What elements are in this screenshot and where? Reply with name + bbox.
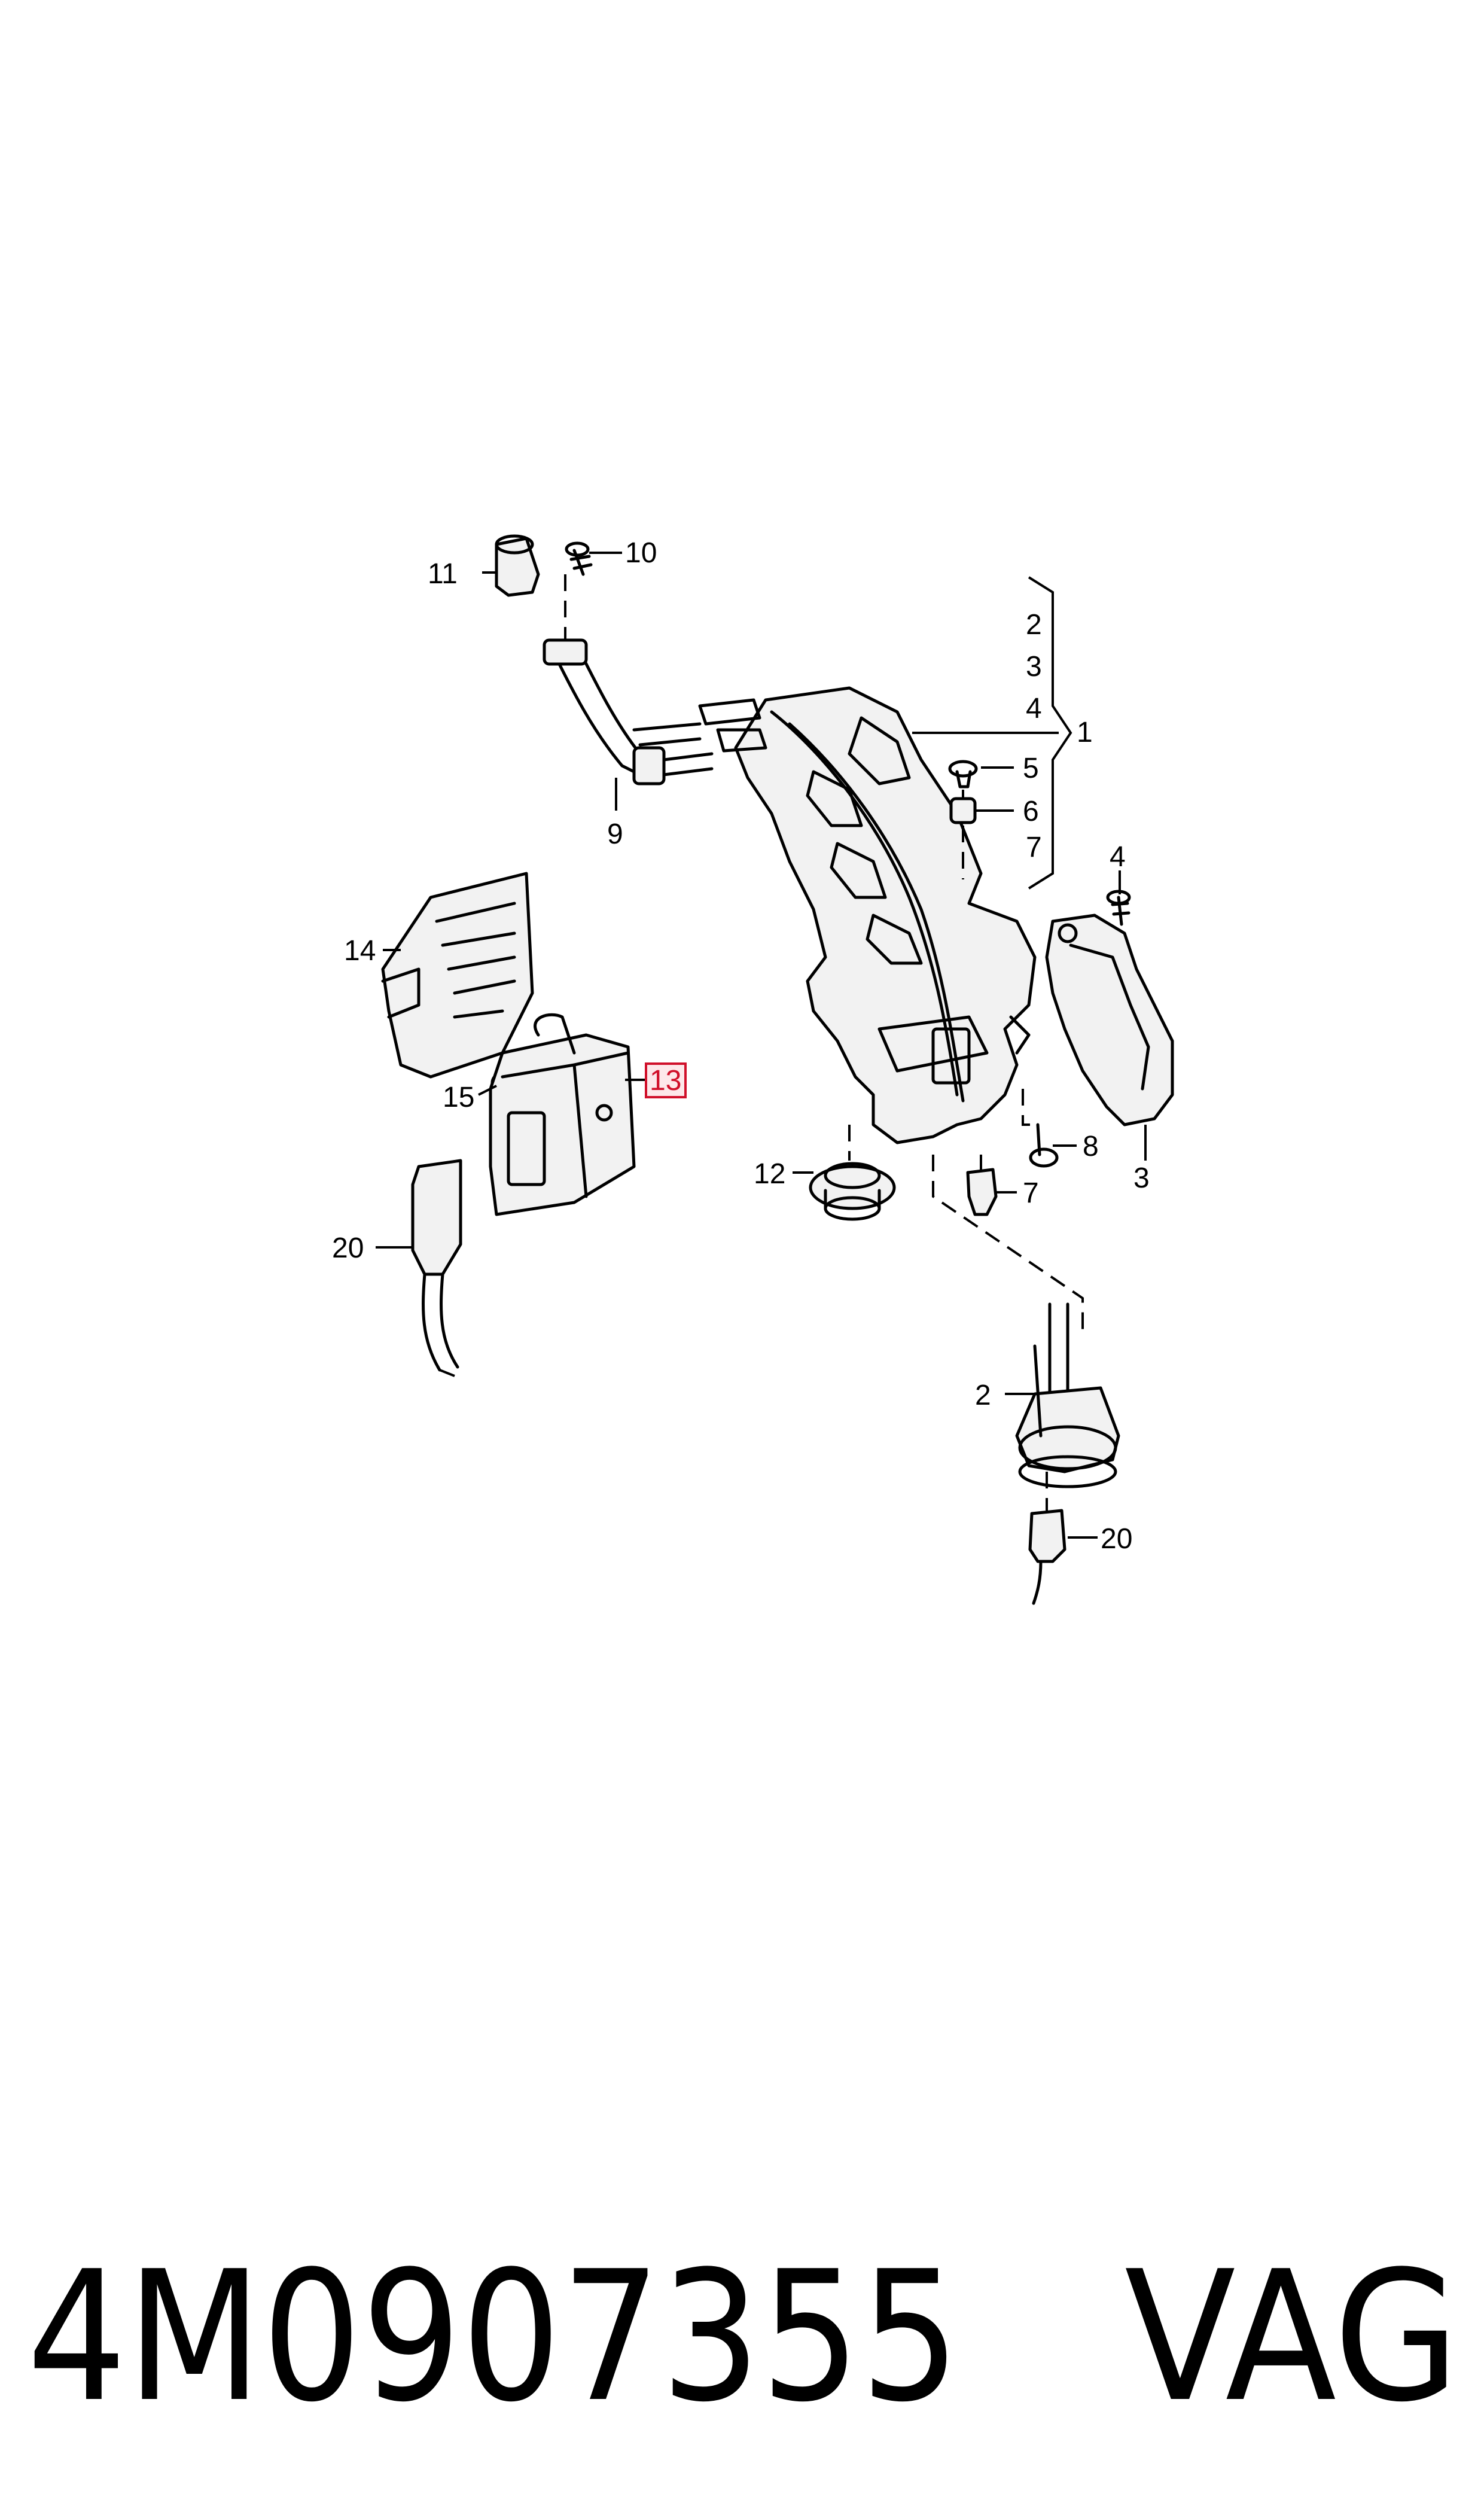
filler-neck-part-9 — [543, 638, 714, 785]
cap-part-12 — [809, 1162, 896, 1221]
callout-10: 10 — [625, 537, 657, 569]
part-number: 4M0907355 — [27, 2233, 960, 2441]
callout-7: 7 — [1026, 832, 1042, 863]
callouts: 1 2 3 4 5 6 7 4 3 8 7 9 10 11 12 14 15 2… — [332, 537, 1150, 1555]
bracket-part-14 — [381, 872, 534, 1079]
connector-part-20-lower — [1028, 1509, 1066, 1605]
callout-15: 15 — [443, 1082, 474, 1113]
grommet-part-6 — [949, 797, 977, 824]
reservoir-assembly — [698, 686, 1037, 1144]
cap-part-11 — [495, 534, 540, 597]
callout-12: 12 — [754, 1158, 785, 1190]
callout-3: 3 — [1026, 651, 1042, 683]
bracket-part-3 — [1045, 914, 1174, 1126]
callout-4-screw: 4 — [1110, 841, 1126, 873]
callout-20-left: 20 — [332, 1232, 364, 1264]
callout-8: 8 — [1083, 1131, 1099, 1162]
callout-4: 4 — [1026, 693, 1042, 724]
callout-14: 14 — [344, 935, 376, 967]
pump-part-2 — [1015, 1302, 1120, 1488]
screw-part-10 — [565, 541, 593, 576]
callout-3-bracket: 3 — [1133, 1162, 1150, 1194]
callout-2: 2 — [1026, 609, 1042, 641]
brand-name: VAG — [1125, 2233, 1459, 2441]
callout-9: 9 — [607, 818, 623, 850]
footer: 4M0907355 VAG — [27, 2233, 1459, 2441]
callout-7-clip: 7 — [1023, 1177, 1039, 1209]
callout-13-highlighted: 13 — [650, 1065, 681, 1097]
callout-5: 5 — [1023, 753, 1039, 784]
clip-part-7 — [966, 1168, 998, 1216]
assembly-dash-lines — [439, 574, 1084, 1511]
highlight-box-13 — [645, 1062, 687, 1098]
callout-2-pump: 2 — [975, 1380, 991, 1411]
callout-6: 6 — [1023, 796, 1039, 827]
callout-11: 11 — [428, 558, 458, 590]
control-unit-part-13 — [489, 1013, 636, 1216]
plug-part-5 — [948, 760, 978, 788]
screw-part-4 — [1106, 890, 1131, 926]
connector-part-20-left — [411, 1159, 462, 1372]
screw-part-8 — [1029, 1123, 1059, 1168]
callout-20-lower: 20 — [1101, 1523, 1132, 1555]
leader-lines — [376, 552, 1147, 1539]
callout-1: 1 — [1077, 717, 1093, 748]
